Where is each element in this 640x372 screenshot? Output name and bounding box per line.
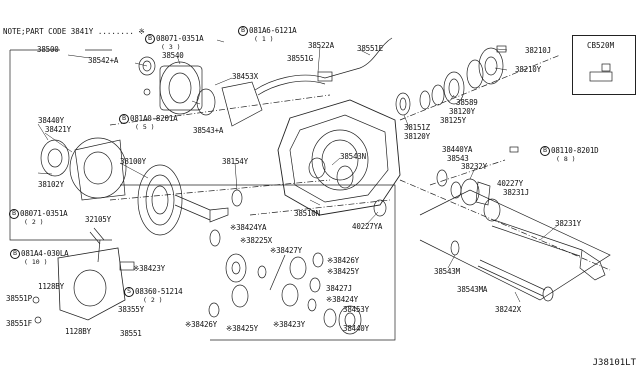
label-38510n: 38510N <box>294 209 320 218</box>
label-38551: 38551 <box>120 329 142 338</box>
label-38453y: 38453Y <box>343 305 369 314</box>
inset-box: CB520M <box>572 35 636 95</box>
inset-part-label: CB520M <box>587 41 615 50</box>
label-38589: 38589 <box>456 98 478 107</box>
qty-081a0: ( 5 ) <box>135 123 155 131</box>
label-1128by-a: 1128BY <box>38 282 64 291</box>
label-40227y: 40227Y <box>497 179 523 188</box>
label-38154y: 38154Y <box>222 157 248 166</box>
label-08071-mid: 08071-0351A <box>20 209 68 218</box>
label-38424y: ※38424Y <box>326 295 358 304</box>
label-38542a: 38542+A <box>88 56 119 65</box>
label-40227ya: 40227YA <box>352 222 383 231</box>
label-08110: 08110-8201D <box>551 146 599 155</box>
bolt-marker-s: S <box>124 287 134 297</box>
bolt-marker-b: B <box>238 26 248 36</box>
label-38225x: ※38225X <box>240 236 272 245</box>
bolt-marker-b: B <box>540 146 550 156</box>
label-38151z: 38151Z <box>404 123 430 132</box>
label-38425y-a: ※38425Y <box>327 267 359 276</box>
label-38426y-a: ※38426Y <box>327 256 359 265</box>
label-38425y-b: ※38425Y <box>226 324 258 333</box>
label-38100y: 38100Y <box>120 157 146 166</box>
label-38551e: 38551E <box>357 44 383 53</box>
label-38355y: 38355Y <box>118 305 144 314</box>
qty-08360: ( 2 ) <box>143 296 163 304</box>
label-38543m: 38543M <box>434 267 460 276</box>
label-38427j: 38427J <box>326 284 352 293</box>
label-38423y-b: ※38423Y <box>273 320 305 329</box>
label-1128by-b: 1128BY <box>65 327 91 336</box>
label-38232y: 38232Y <box>461 162 487 171</box>
label-38522a: 38522A <box>308 41 334 50</box>
label-38427y: ※38427Y <box>270 246 302 255</box>
label-38120y-b: 38120Y <box>404 132 430 141</box>
label-38540: 38540 <box>162 51 184 60</box>
label-081a6: 081A6-6121A <box>249 26 297 35</box>
label-38120y-a: 38120Y <box>449 107 475 116</box>
label-38426y-b: ※38426Y <box>185 320 217 329</box>
label-38551p: 38551P <box>6 294 32 303</box>
label-38440y-left: 38440Y <box>38 116 64 125</box>
label-38440y-bottom: 38440Y <box>343 324 369 333</box>
label-38231y: 38231Y <box>555 219 581 228</box>
bolt-marker-b: B <box>145 34 155 44</box>
label-38210j: 38210J <box>525 46 551 55</box>
bolt-marker-b: B <box>119 114 129 124</box>
label-38423y-a: ※38423Y <box>133 264 165 273</box>
label-38551f: 38551F <box>6 319 32 328</box>
label-08071-top: 08071-0351A <box>156 34 204 43</box>
label-081a0: 081A0-8201A <box>130 114 178 123</box>
label-38543ma: 38543MA <box>457 285 488 294</box>
label-38421y: 38421Y <box>45 125 71 134</box>
label-38543: 38543 <box>447 154 469 163</box>
bolt-marker-b: B <box>10 249 20 259</box>
qty-081a4: ( 10 ) <box>24 258 48 266</box>
label-38242x: 38242X <box>495 305 521 314</box>
label-38231j: 38231J <box>503 188 529 197</box>
label-38453x: 38453X <box>232 72 258 81</box>
label-32105y: 32105Y <box>85 215 111 224</box>
label-38543n: 38543N <box>340 152 366 161</box>
bolt-marker-b: B <box>9 209 19 219</box>
label-38500: 38500 <box>37 45 59 54</box>
part-code-note: NOTE;PART CODE 3841Y ........ ※ <box>3 27 145 36</box>
qty-08071-top: ( 3 ) <box>161 43 181 51</box>
qty-08071-mid: ( 2 ) <box>24 218 44 226</box>
label-08360: 08360-51214 <box>135 287 183 296</box>
label-38125y: 38125Y <box>440 116 466 125</box>
label-38210y: 38210Y <box>515 65 541 74</box>
label-38102y: 38102Y <box>38 180 64 189</box>
qty-08110: ( 8 ) <box>556 155 576 163</box>
label-081a4: 081A4-030LA <box>21 249 69 258</box>
label-38543a: 38543+A <box>193 126 224 135</box>
label-38440ya: 38440YA <box>442 145 473 154</box>
label-38424ya: ※38424YA <box>230 223 267 232</box>
diagram-code: J38101LT <box>592 358 636 368</box>
qty-081a6: ( 1 ) <box>254 35 274 43</box>
label-38551g: 38551G <box>287 54 313 63</box>
